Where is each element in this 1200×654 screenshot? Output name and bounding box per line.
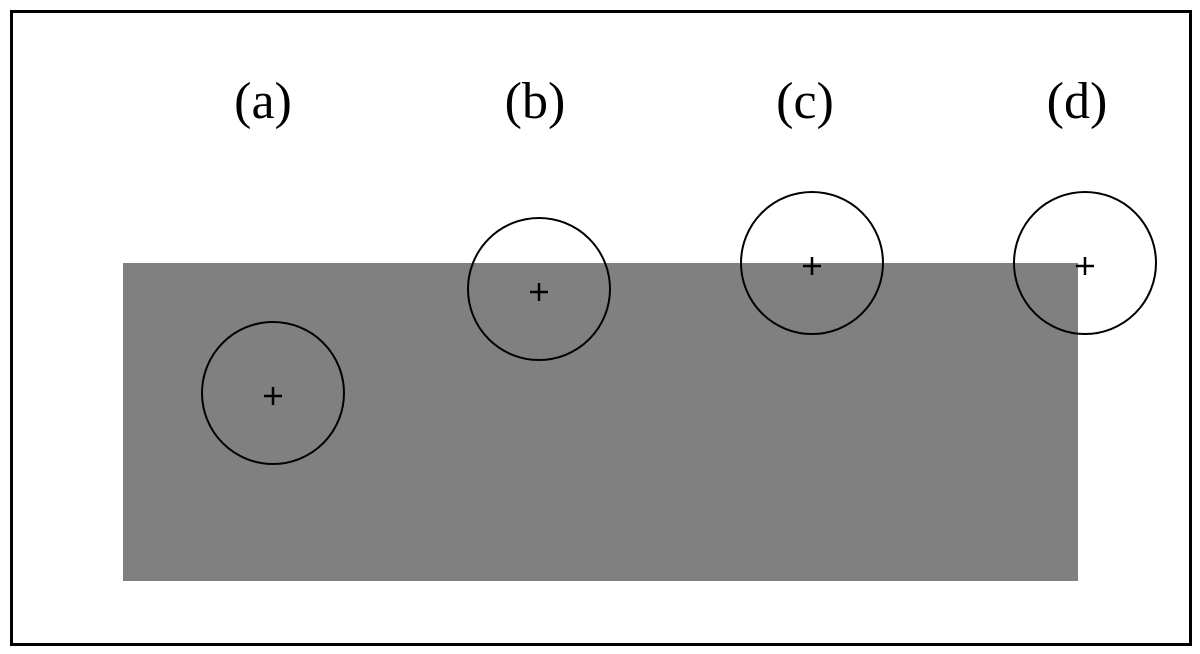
case-c-circle xyxy=(740,191,884,335)
case-b xyxy=(467,217,611,361)
panel-label-a: (a) xyxy=(234,73,292,130)
case-d-circle xyxy=(1013,191,1157,335)
case-d xyxy=(1013,191,1157,335)
case-b-circle xyxy=(467,217,611,361)
case-a-circle xyxy=(201,321,345,465)
panel-label-b: (b) xyxy=(504,73,566,130)
case-a-center-marker xyxy=(264,387,282,405)
panel-label-d: (d) xyxy=(1046,73,1108,130)
gray-region xyxy=(123,263,1078,581)
case-c-center-marker xyxy=(803,257,821,275)
case-b-center-marker xyxy=(530,283,548,301)
case-c xyxy=(740,191,884,335)
panel-label-c: (c) xyxy=(776,73,834,130)
case-d-center-marker xyxy=(1076,257,1094,275)
case-a xyxy=(201,321,345,465)
